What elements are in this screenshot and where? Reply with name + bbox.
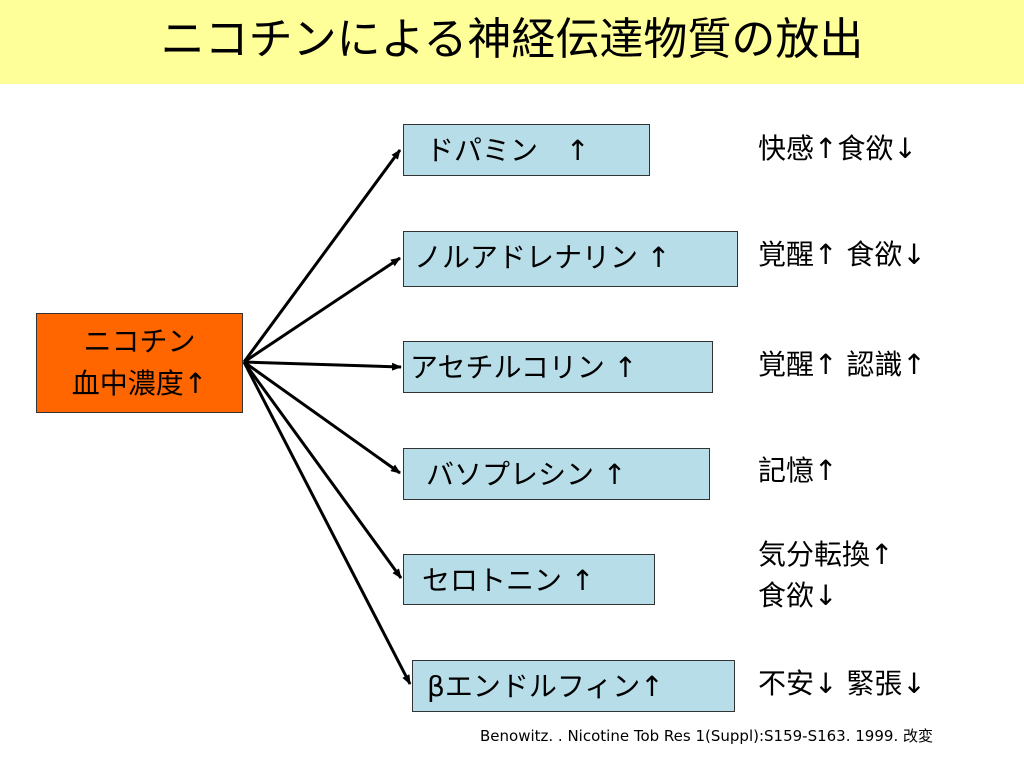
effect-serotonin-line1: 気分転換↑ [758, 538, 894, 571]
transmitter-label: ドパミン ↑ [426, 134, 590, 167]
effect-acetylcholine: 覚醒↑ 認識↑ [758, 348, 926, 381]
arrow-to-vasopressin [243, 360, 401, 475]
transmitter-label: ノルアドレナリン ↑ [414, 241, 671, 274]
transmitter-box-dopamine: ドパミン ↑ [403, 124, 650, 176]
effect-dopamine: 快感↑食欲↓ [758, 132, 917, 165]
nicotine-source-box: ニコチン 血中濃度↑ [36, 313, 243, 413]
transmitter-box-serotonin: セロトニン ↑ [403, 554, 655, 605]
citation: Benowitz. . Nicotine Tob Res 1(Suppl):S1… [480, 727, 933, 745]
transmitter-label: アセチルコリン ↑ [410, 351, 638, 384]
title-bar: ニコチンによる神経伝達物質の放出 [0, 0, 1024, 84]
transmitter-label: セロトニン ↑ [422, 564, 595, 597]
transmitter-box-acetylcholine: アセチルコリン ↑ [403, 341, 713, 393]
effect-serotonin-line2: 食欲↓ [758, 579, 838, 612]
effect-beta-endorphin: 不安↓ 緊張↓ [758, 667, 926, 700]
source-label-line2: 血中濃度↑ [71, 367, 208, 400]
transmitter-box-noradrenaline: ノルアドレナリン ↑ [403, 231, 738, 287]
arrow-to-serotonin [242, 361, 403, 579]
source-label-line1: ニコチン [83, 325, 196, 358]
arrow-to-noradrenaline [243, 256, 401, 364]
transmitter-label: バソプレシン ↑ [426, 458, 627, 491]
effect-noradrenaline: 覚醒↑ 食欲↓ [758, 238, 926, 271]
transmitter-label: βエンドルフィン↑ [427, 670, 664, 703]
slide-title: ニコチンによる神経伝達物質の放出 [160, 14, 864, 65]
arrow-to-dopamine [242, 149, 402, 363]
transmitter-box-vasopressin: バソプレシン ↑ [403, 448, 710, 500]
transmitter-box-beta-endorphin: βエンドルフィン↑ [412, 660, 735, 712]
arrow-to-beta-endorphin [242, 361, 412, 685]
arrow-to-acetylcholine [243, 360, 402, 371]
effect-vasopressin: 記憶↑ [758, 454, 838, 487]
